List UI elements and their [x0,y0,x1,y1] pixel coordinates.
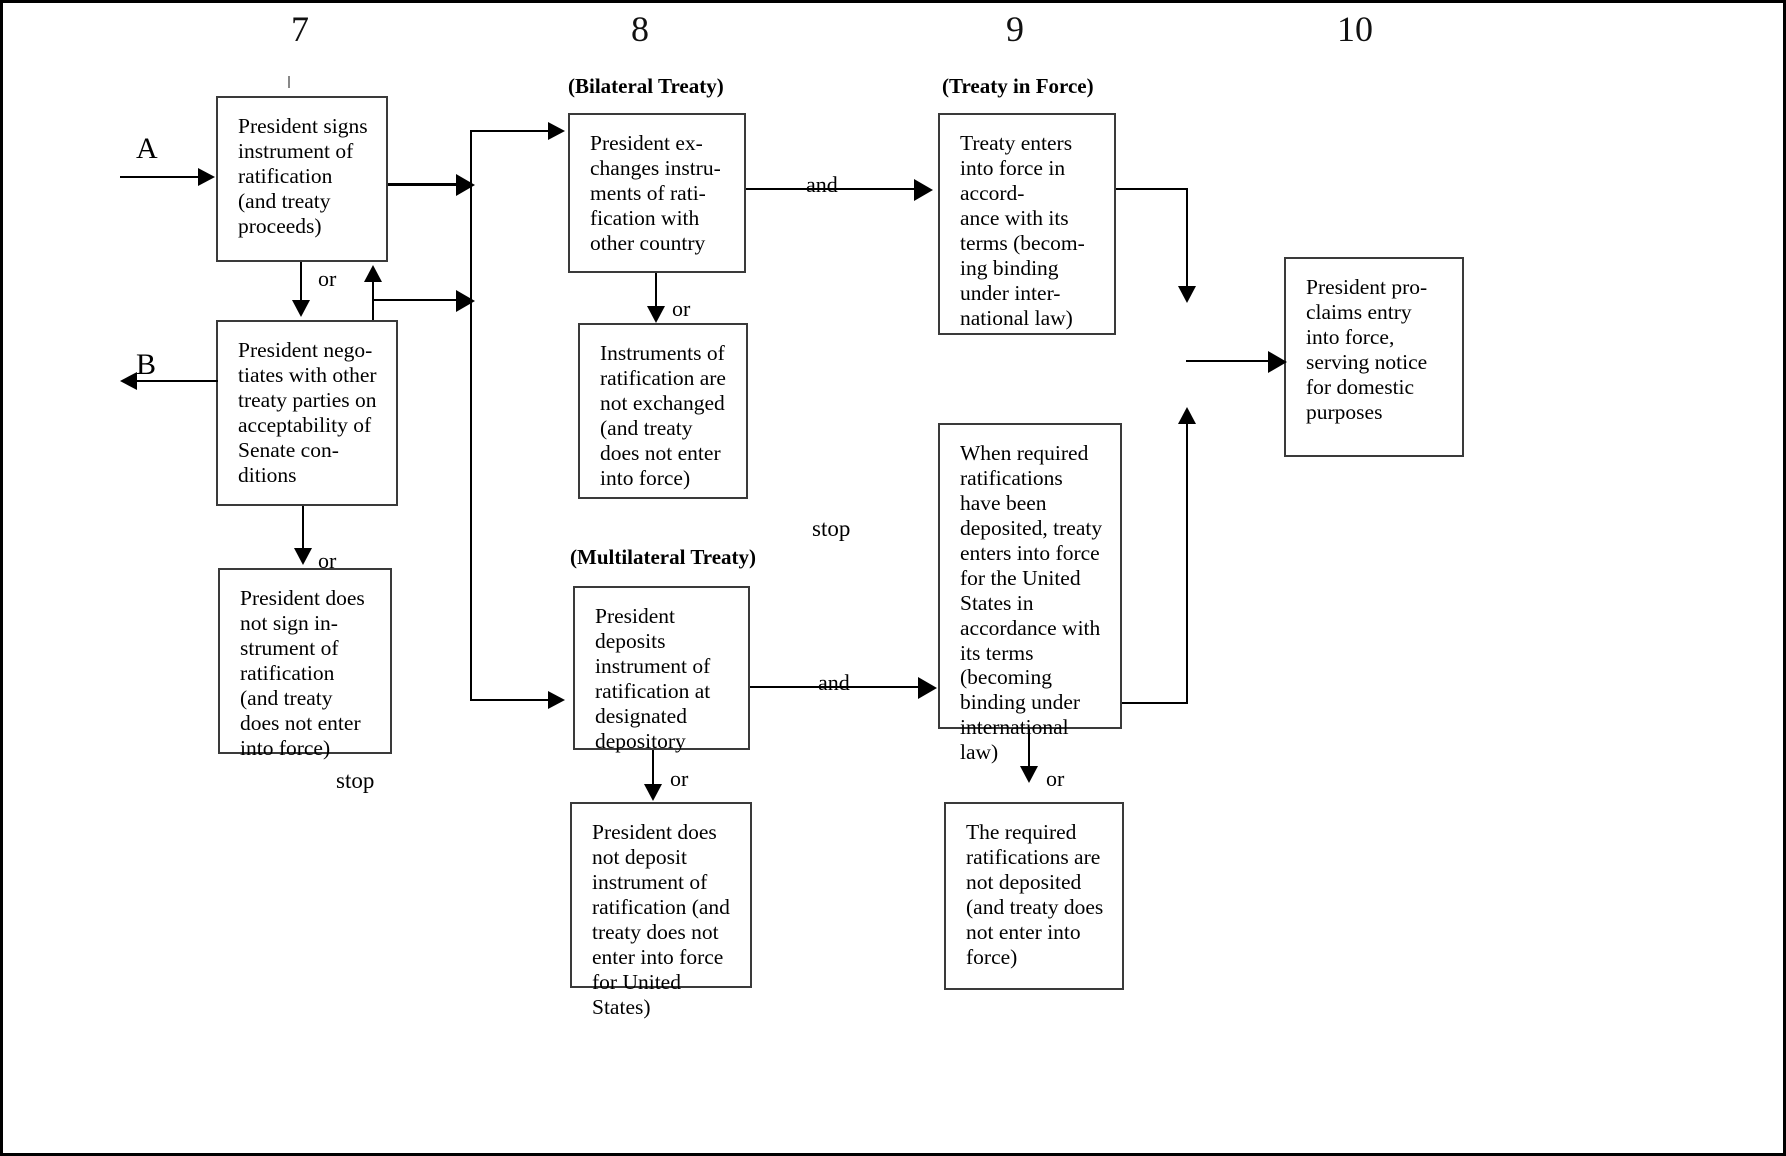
entry-label-a: A [136,132,158,165]
edge-ratifications-to-merge-arrowhead [1178,407,1196,424]
edge-negotiates-to-bus-line [372,299,466,301]
edge-negotiates-to-notsign-line [302,506,304,550]
edge-label-or-ratifications: or [1046,766,1065,791]
node-text: Instruments of ratification are not exch… [600,341,726,490]
edge-bus-to-deposits-line [470,699,554,701]
node-text: President signs instrument of ratificati… [238,114,368,238]
edge-ratifications-to-merge-vertical [1186,424,1188,702]
edge-ratifications-to-merge-horizontal [1122,702,1188,704]
frame-border-bottom [0,1153,1786,1156]
node-president-does-not-sign: President does not sign in- strument of … [218,568,392,760]
node-president-exchanges: President ex- changes instru- ments of r… [568,113,746,273]
node-president-signs: President signs instrument of ratificati… [216,96,388,262]
edge-a-to-signs-arrowhead [198,168,215,186]
section-label-treaty-in-force: (Treaty in Force) [942,74,1094,98]
edge-signs-to-negotiates-line [300,262,302,302]
edge-bus-to-deposits-arrowhead [548,691,565,709]
frame-border-right [1783,0,1786,1156]
terminal-label-stop-left: stop [336,768,375,793]
edge-signs-to-negotiates-arrowhead [292,300,310,317]
node-text: President nego- tiates with other treaty… [238,338,377,487]
node-instruments-not-exchanged: Instruments of ratification are not exch… [578,323,748,499]
frame-border-top [0,0,1786,3]
node-text: President does not deposit instrument of… [592,820,730,1019]
edge-label-and-multilateral: and [818,670,850,695]
distribution-bus-vertical-line [470,130,472,700]
edge-exchanges-to-treatyforce-arrowhead [914,179,933,201]
column-number-9: 9 [1006,9,1024,49]
edge-deposits-to-notdeposit-line [652,750,654,786]
node-president-does-not-deposit: President does not deposit instrument of… [570,802,752,1019]
edge-label-or-deposit: or [670,766,689,791]
node-text: Treaty enters into force in accord- ance… [960,131,1085,330]
edge-treatyforce-to-merge-horizontal [1116,188,1188,190]
node-text: President deposits instrument of ratific… [595,604,711,753]
node-text: When required ratifications have been de… [960,441,1103,765]
frame-border-left [0,0,3,1156]
edge-ratifications-to-notdeposited-line [1028,729,1030,767]
node-text: President ex- changes instru- ments of r… [590,131,721,255]
edge-exchanges-to-treatyforce-line [746,188,918,190]
edge-negotiates-to-signs-line [372,282,374,320]
node-required-ratifications-deposited: When required ratifications have been de… [938,423,1122,764]
edge-treatyforce-to-merge-vertical [1186,188,1188,300]
edge-exchanges-to-notexchanged-arrowhead [647,306,665,323]
edge-merge-to-proclaims-arrowhead [1268,351,1287,373]
node-text: President pro- claims entry into force, … [1306,275,1428,424]
node-text: The required ratifications are not depos… [966,820,1104,969]
edge-treatyforce-to-merge-arrowhead [1178,286,1196,303]
column-number-8: 8 [631,9,649,49]
node-president-negotiates: President nego- tiates with other treaty… [216,320,398,506]
edge-ratifications-to-notdeposited-arrowhead [1020,766,1038,783]
edge-deposits-to-ratifications-line [750,686,922,688]
exit-label-b: B [136,348,157,381]
column-number-10: 10 [1337,9,1373,49]
edge-label-and-bilateral: and [806,172,838,197]
edge-negotiates-to-notsign-arrowhead [294,548,312,565]
edge-label-or-negotiates-notsign: or [318,548,337,573]
node-president-proclaims: President pro- claims entry into force, … [1284,257,1464,457]
node-president-deposits: President deposits instrument of ratific… [573,586,750,753]
edge-bus-to-exchanges-arrowhead [548,122,565,140]
edge-a-to-signs-line [120,176,200,178]
edge-signs-to-bus-arrowhead [456,174,475,196]
node-text: President does not sign in- strument of … [240,586,365,760]
section-label-bilateral-treaty: (Bilateral Treaty) [568,74,724,98]
edge-label-or-signs-negotiates: or [318,266,337,291]
edge-merge-to-proclaims-line [1186,360,1282,362]
edge-negotiates-to-b-line [136,380,218,382]
node-treaty-enters-force: Treaty enters into force in accord- ance… [938,113,1116,335]
node-required-ratifications-not-deposited: The required ratifications are not depos… [944,802,1124,990]
edge-deposits-to-notdeposit-arrowhead [644,784,662,801]
tick-mark-above-signs-box [288,76,290,88]
column-number-7: 7 [291,9,309,49]
section-label-multilateral-treaty: (Multilateral Treaty) [570,545,757,569]
edge-exchanges-to-notexchanged-line [655,273,657,309]
edge-negotiates-to-signs-arrowhead [364,265,382,282]
edge-bus-to-exchanges-line [470,130,552,132]
terminal-label-stop-middle: stop [812,516,851,541]
edge-negotiates-to-b-arrowhead [120,372,137,390]
edge-deposits-to-ratifications-arrowhead [918,677,937,699]
edge-label-or-exchange: or [672,296,691,321]
edge-signs-to-bus-line [388,183,466,186]
edge-negotiates-to-bus-arrowhead [456,290,475,312]
